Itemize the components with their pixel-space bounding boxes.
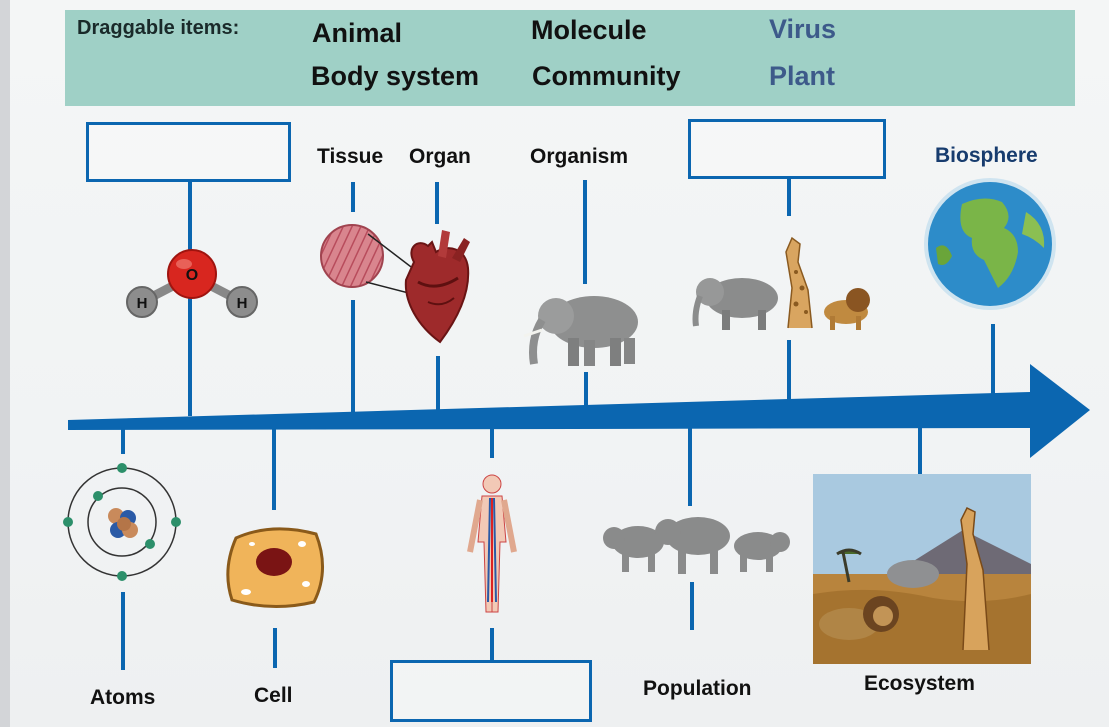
label-biosphere: Biosphere xyxy=(935,144,1038,168)
earth-globe-icon xyxy=(922,176,1062,316)
connector-biosphere xyxy=(991,324,995,396)
connector-organism-lower xyxy=(584,372,588,406)
connector-ecosystem xyxy=(918,424,922,474)
connector-cell-lower xyxy=(273,628,277,668)
hydrogen-symbol-left: H xyxy=(137,295,148,312)
connector-atoms-upper xyxy=(121,424,125,454)
body-system-illustration xyxy=(462,472,522,622)
community-animals-icon xyxy=(688,232,878,342)
hydrogen-symbol-right: H xyxy=(237,295,248,312)
connector-organ-lower xyxy=(436,356,440,410)
connector-body-system-lower xyxy=(490,628,494,662)
connector-cell-upper xyxy=(272,424,276,510)
atom-illustration xyxy=(58,458,188,588)
connector-atoms-lower xyxy=(121,592,125,670)
connector-population-upper xyxy=(688,426,692,506)
label-population: Population xyxy=(643,677,752,701)
elephant-organism-icon xyxy=(520,290,650,370)
water-molecule-illustration: O H H xyxy=(116,250,276,320)
connector-body-system-upper xyxy=(490,428,494,458)
connector-organism-upper xyxy=(583,180,587,284)
tissue-organ-illustration xyxy=(318,222,488,352)
label-cell: Cell xyxy=(254,684,293,708)
ecosystem-scene-illustration xyxy=(813,474,1031,664)
drop-target-molecule-level[interactable] xyxy=(86,122,291,182)
connector-tissue-upper xyxy=(351,182,355,212)
connector-community-upper xyxy=(787,178,791,216)
heart-organ-icon xyxy=(406,230,470,342)
drop-target-body-system-level[interactable] xyxy=(390,660,592,722)
cell-illustration xyxy=(222,520,332,610)
oxygen-symbol: O xyxy=(186,267,198,284)
tissue-sample-circle xyxy=(321,225,383,287)
connector-population-lower xyxy=(690,582,694,630)
label-organism: Organism xyxy=(530,145,628,169)
connector-organ-upper xyxy=(435,182,439,224)
label-organ: Organ xyxy=(409,145,471,169)
label-ecosystem: Ecosystem xyxy=(864,672,975,696)
drop-target-community-level[interactable] xyxy=(688,119,886,179)
label-atoms: Atoms xyxy=(90,686,155,710)
connector-community-lower xyxy=(787,340,791,400)
label-tissue: Tissue xyxy=(317,145,383,169)
elephant-population-icon xyxy=(598,512,798,582)
